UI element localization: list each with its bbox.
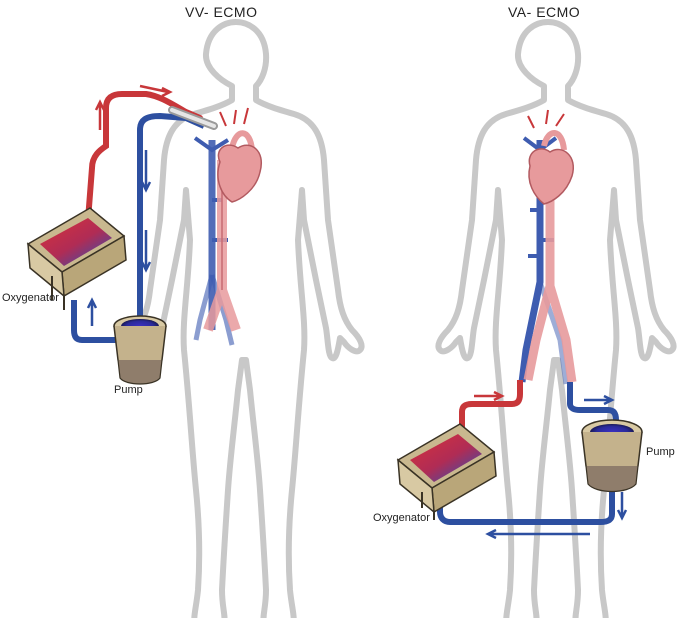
- oxygenator-left: [26, 207, 127, 310]
- pump-left: [113, 315, 167, 385]
- pump-right: [581, 419, 643, 493]
- va-circuit: [437, 380, 628, 540]
- pump-label-right: Pump: [646, 446, 675, 458]
- heart-left: [217, 144, 263, 203]
- oxygenator-label-left: Oxygenator: [2, 292, 59, 304]
- oxygenator-right: [396, 423, 497, 520]
- vv-ecmo-title: VV- ECMO: [185, 4, 258, 20]
- va-ecmo-title: VA- ECMO: [508, 4, 581, 20]
- vessels-left: [193, 107, 263, 346]
- heart-right: [528, 148, 575, 205]
- pump-label-left: Pump: [114, 384, 143, 396]
- vv-circuit: [71, 84, 218, 343]
- oxygenator-label-right: Oxygenator: [373, 512, 430, 524]
- vessels-right: [518, 109, 577, 385]
